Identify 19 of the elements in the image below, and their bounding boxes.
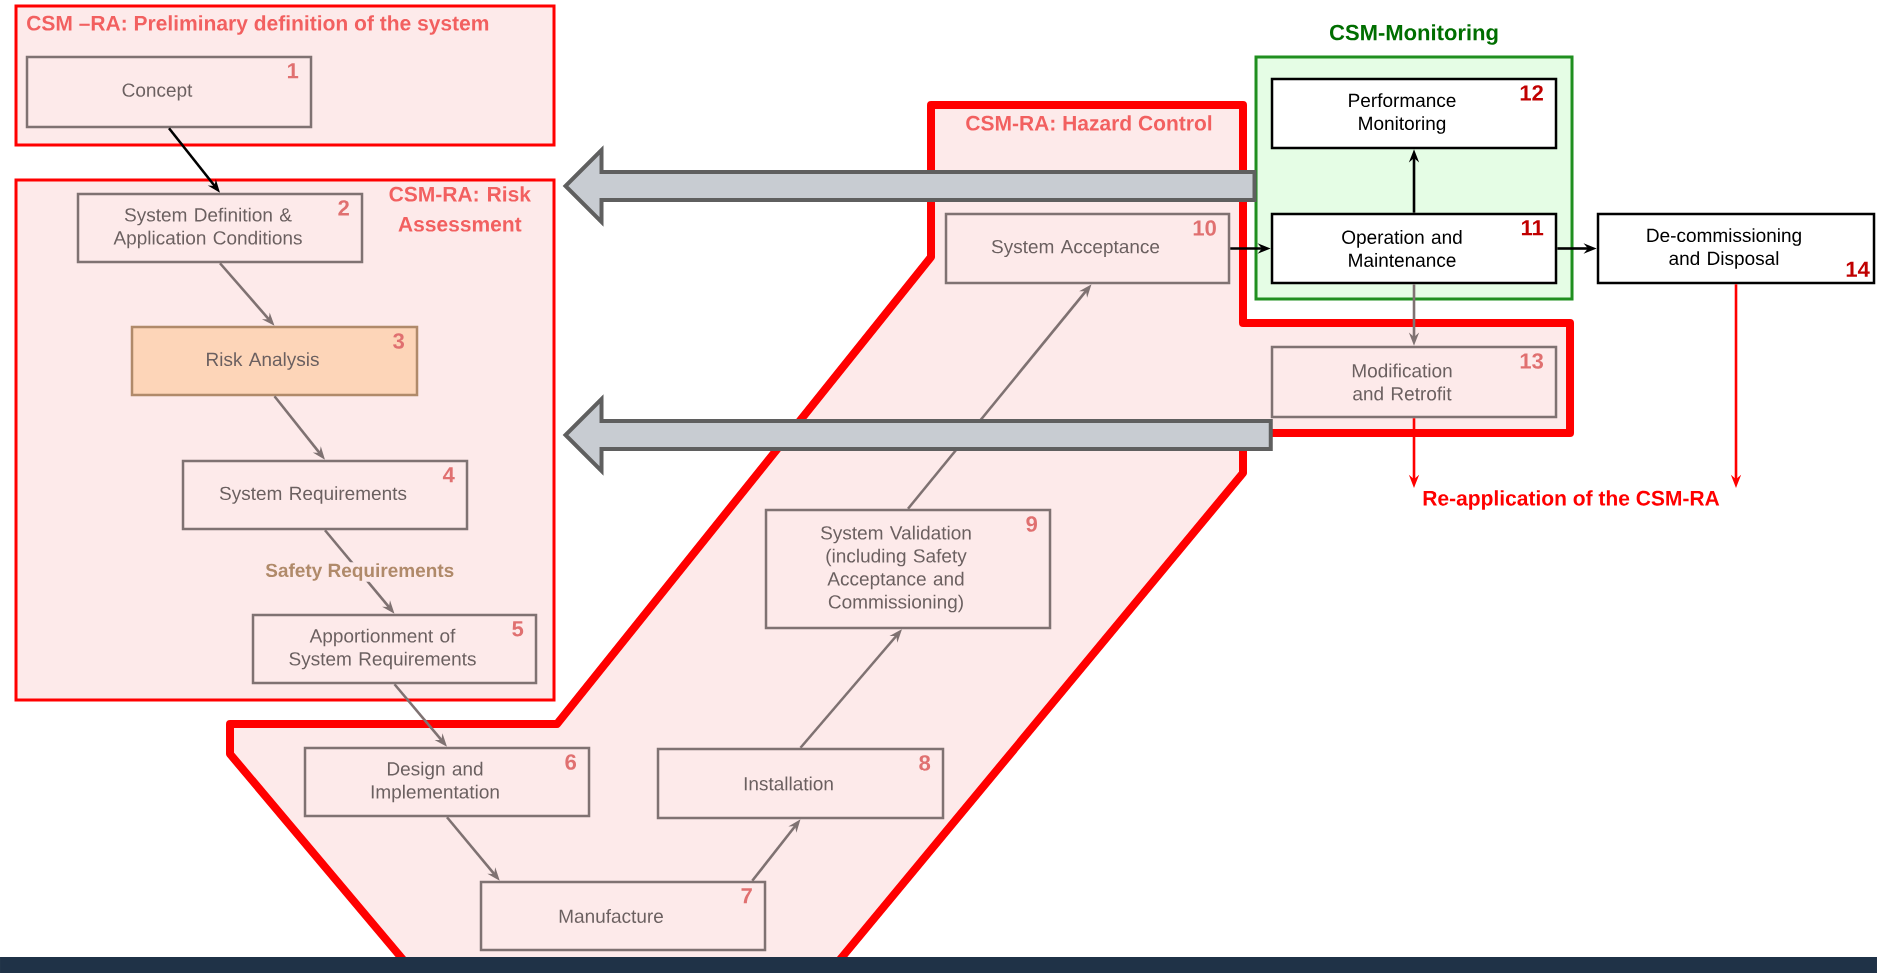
note-text: Re-application of the CSM-RA	[1423, 490, 1720, 510]
block-arrow	[562, 394, 1273, 476]
process-box: Manufacture 7	[479, 880, 767, 952]
process-box: System Definition & Application Conditions 2	[76, 192, 364, 264]
process-box: De-commissioning and Disposal 14	[1596, 212, 1876, 285]
process-box: Design and Implementation 6	[303, 746, 591, 818]
process-box: Concept 1	[25, 55, 313, 129]
process-box: System Validation (including Safety Acceptance and Commissioning) 9	[764, 508, 1052, 630]
process-box: Modification and Retrofit 13	[1270, 345, 1558, 419]
process-box: System Requirements 4	[181, 459, 469, 531]
block-arrow	[562, 145, 1257, 227]
process-box: Operation and Maintenance 11	[1270, 212, 1558, 285]
edge-label: Safety Requirements	[264, 562, 456, 582]
process-box: System Acceptance 10	[944, 212, 1231, 285]
process-box: Apportionment of System Requirements 5	[251, 613, 538, 685]
node-label: CSM-Monitoring	[1330, 24, 1498, 45]
process-box: Performance Monitoring 12	[1270, 77, 1558, 150]
process-box: Risk Analysis 3	[130, 325, 419, 397]
process-box: Installation 8	[656, 747, 945, 820]
